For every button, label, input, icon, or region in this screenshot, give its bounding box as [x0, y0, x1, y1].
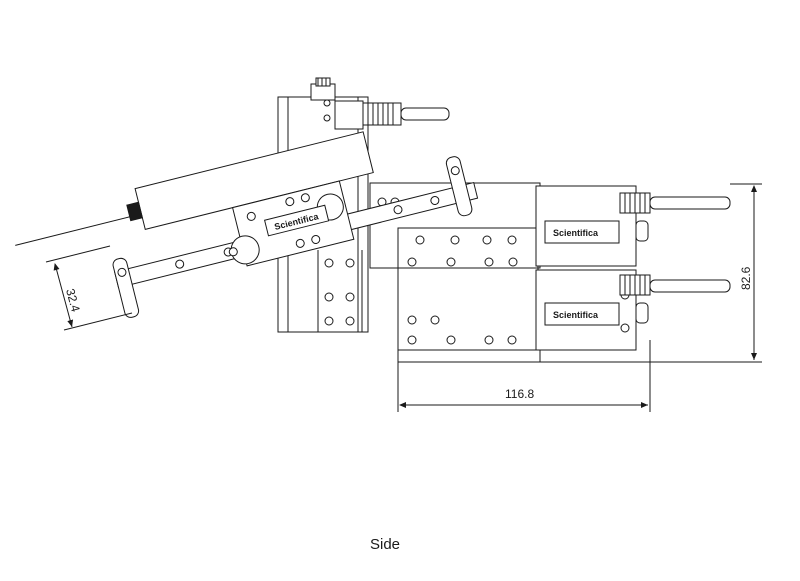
brand-badge-lower: Scientifica [553, 310, 599, 320]
dimension-angled-offset: 32.4 [45, 245, 133, 331]
brand-text-lower: Scientifica [553, 310, 599, 320]
dimension-width: 116.8 [397, 340, 651, 412]
dim-label-angled: 32.4 [63, 287, 83, 313]
view-caption: Side [369, 536, 401, 553]
dimension-height: 82.6 [540, 183, 762, 363]
dim-label-width: 116.8 [505, 387, 534, 401]
brand-text-upper: Scientifica [553, 228, 599, 238]
lower-stage [397, 267, 731, 363]
angled-arm: Scientifica [15, 131, 479, 318]
brand-badge-upper: Scientifica [553, 228, 599, 238]
connector-top [362, 102, 450, 126]
dim-label-height: 82.6 [739, 266, 753, 290]
